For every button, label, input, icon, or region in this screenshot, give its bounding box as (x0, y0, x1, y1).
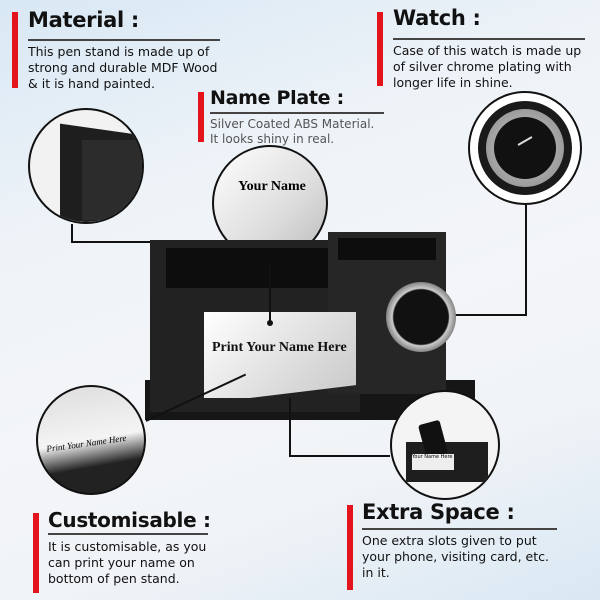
name-plate: Print Your Name Here (204, 312, 356, 398)
accent-bar (377, 12, 383, 86)
material-description: This pen stand is made up of strong and … (28, 44, 218, 91)
watch-closeup-image (468, 91, 582, 205)
connector-dot (267, 320, 273, 326)
divider (48, 533, 208, 535)
material-title: Material : (28, 8, 139, 32)
watch-title: Watch : (393, 6, 481, 30)
name-plate-sample-text: Your Name (238, 179, 306, 194)
extra-space-description: One extra slots given to put your phone,… (362, 533, 549, 580)
connector-line (71, 241, 165, 243)
customisable-closeup-image: Print Your Name Here (36, 385, 146, 495)
material-closeup-image (28, 108, 144, 224)
connector-line (450, 314, 527, 316)
name-plate-title: Name Plate : (210, 87, 344, 109)
accent-bar (347, 505, 353, 590)
divider (393, 38, 585, 40)
connector-line (525, 205, 527, 315)
connector-line (269, 261, 271, 323)
name-plate-description: Silver Coated ABS Material. It looks shi… (210, 117, 375, 146)
extra-space-title: Extra Space : (362, 500, 515, 524)
connector-line (71, 224, 73, 242)
extra-space-sample-text: Your Name Here (412, 454, 454, 470)
divider (28, 39, 220, 41)
divider (362, 528, 557, 530)
customisable-description: It is customisable, as you can print you… (48, 539, 207, 586)
name-plate-text: Print Your Name Here (212, 340, 347, 355)
watch-face (386, 282, 456, 352)
customisable-sample-text: Print Your Name Here (45, 432, 127, 454)
connector-line (289, 398, 291, 456)
extra-space-closeup-image: Your Name Here (390, 390, 500, 500)
connector-line (289, 455, 390, 457)
accent-bar (198, 92, 204, 142)
divider (210, 112, 384, 114)
customisable-title: Customisable : (48, 508, 211, 532)
accent-bar (12, 12, 18, 88)
watch-description: Case of this watch is made up of silver … (393, 43, 582, 90)
accent-bar (33, 513, 39, 593)
